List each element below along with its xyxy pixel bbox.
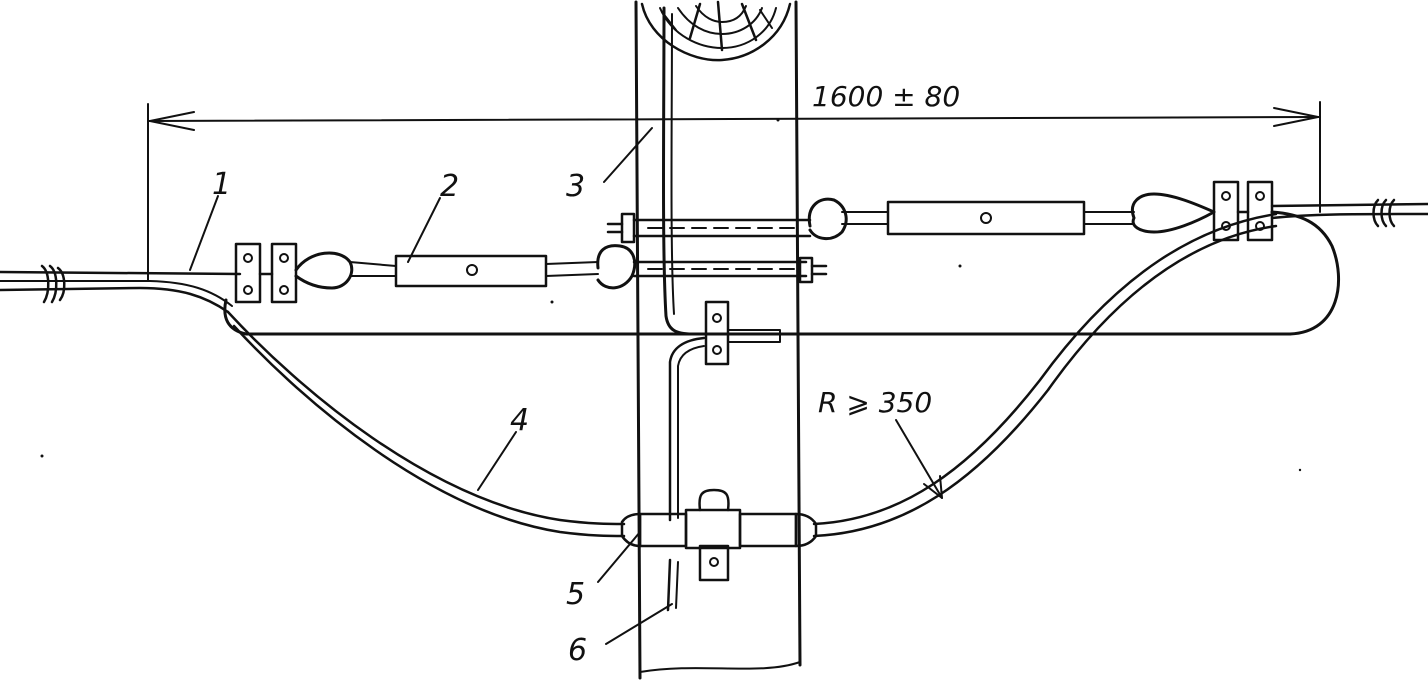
left-thimble [294,251,354,290]
cable-sag-loop [226,212,1278,538]
radius-label: R ⩾ 350 [818,386,932,419]
cable-coupling [620,488,818,582]
dimension-label: 1600 ± 80 [812,80,960,113]
left-clamp [234,242,298,304]
label-4: 4 [510,403,529,438]
label-6: 6 [568,633,587,668]
pole-top-wood-grain [640,0,792,62]
right-hook [807,197,848,240]
right-thimble [1131,192,1216,234]
left-turnbuckle [394,254,599,288]
grounding-wire-bottom [666,336,706,612]
pole-clamp [690,300,781,366]
grounding-wire-top [662,6,694,336]
right-clamp [1212,180,1274,242]
leader-lines [189,127,943,645]
dimension-line [147,101,1321,281]
left-cable [0,264,242,314]
right-cable [1270,198,1428,228]
right-turnbuckle [886,200,1135,236]
pole [634,0,802,680]
label-2: 2 [440,169,459,204]
label-5: 5 [566,577,585,612]
lower-bolt [632,256,828,284]
support-wire-loop [223,210,1340,336]
left-hook [596,244,637,290]
scan-specks [40,118,1302,472]
label-1: 1 [212,167,231,202]
label-3: 3 [566,169,585,204]
